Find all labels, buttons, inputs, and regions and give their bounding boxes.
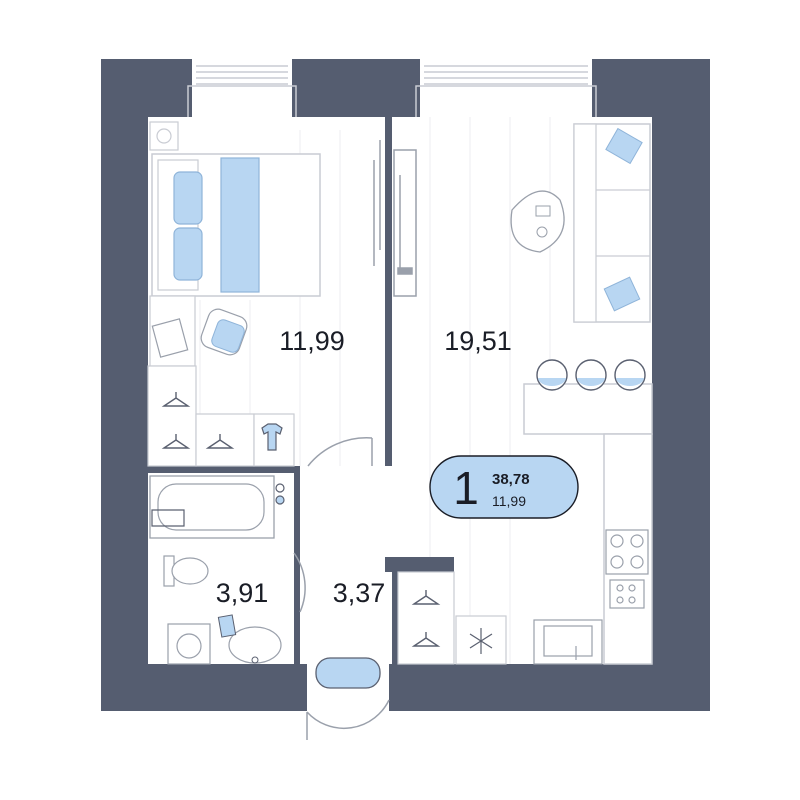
living-area-label: 19,51	[444, 326, 512, 356]
pillow-icon	[173, 171, 203, 281]
blanket-icon	[220, 157, 260, 293]
bar-counter-icon	[523, 383, 653, 665]
rooms-count: 1	[453, 462, 479, 514]
floor-planks	[199, 117, 551, 664]
washing-machine-icon	[167, 623, 211, 665]
fridge-snowflake-icon	[455, 615, 507, 665]
bar-stool-icon	[536, 359, 646, 391]
window-icon	[187, 59, 597, 119]
hall-floor	[300, 466, 392, 664]
rug-icon	[315, 657, 381, 689]
hall-area-label: 3,37	[333, 578, 386, 608]
wardrobe-icon	[147, 365, 295, 467]
coffee-table-icon	[510, 190, 565, 253]
living-area: 11,99	[492, 493, 526, 509]
sink-icon	[533, 619, 603, 665]
total-area: 38,78	[492, 471, 530, 488]
bathtub-icon	[149, 475, 285, 539]
bathroom-area-label: 3,91	[216, 578, 269, 608]
interior-walls	[148, 117, 454, 664]
tshirt-icon	[261, 423, 283, 451]
desk-chair-icon	[200, 308, 248, 356]
apartment-badge: 1 38,78 11,99	[429, 455, 579, 519]
room-labels: 11,99 19,51 3,91 3,37	[216, 326, 512, 608]
bedroom-area-label: 11,99	[279, 326, 345, 356]
nightstand-icon	[149, 121, 179, 151]
sofa-icon	[573, 123, 651, 323]
hall-closet-icon	[397, 571, 455, 665]
hanger-icon	[161, 392, 235, 449]
door-icon	[293, 140, 417, 740]
washbasin-icon	[217, 614, 282, 664]
stove-icon	[605, 529, 649, 609]
toilet-icon	[163, 555, 209, 587]
laptop-icon	[151, 318, 189, 358]
